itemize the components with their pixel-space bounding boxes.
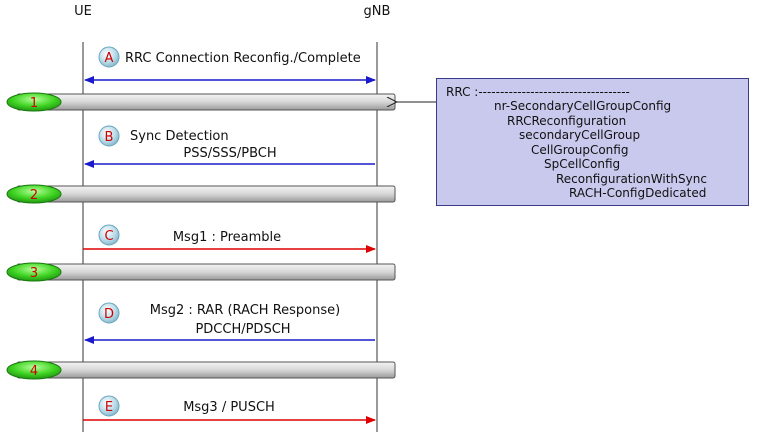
message-e-label: Msg3 / PUSCH [183, 400, 275, 415]
state-bar-3: 3 [6, 262, 396, 282]
message-e: E Msg3 / PUSCH [83, 395, 376, 424]
rrc-note-line-2: RRCReconfiguration [507, 114, 627, 128]
marker-b: B [105, 130, 114, 145]
rrc-note-line-0: RRC :----------------------------------- [446, 85, 630, 99]
state-oval-4 [6, 360, 62, 380]
state-number-1: 1 [30, 96, 38, 111]
message-c: C Msg1 : Preamble [83, 224, 376, 253]
rrc-note-line-7: RACH-ConfigDedicated [569, 186, 707, 200]
message-b: B Sync Detection PSS/SSS/PBCH [84, 125, 375, 168]
marker-d: D [104, 307, 114, 322]
message-d-sublabel: PDCCH/PDSCH [195, 322, 290, 337]
message-a: A RRC Connection Reconfig./Complete [84, 46, 376, 84]
state-oval-3 [6, 262, 62, 282]
message-a-label: RRC Connection Reconfig./Complete [125, 51, 361, 66]
state-oval-1 [6, 92, 62, 112]
state-bar-2: 2 [6, 184, 396, 204]
rrc-config-note: RRC :-----------------------------------… [436, 78, 749, 206]
state-number-4: 4 [30, 364, 38, 379]
participant-ue: UE [74, 4, 92, 19]
state-bar-4: 4 [6, 360, 396, 380]
rrc-note-line-4: CellGroupConfig [531, 143, 629, 157]
message-b-label: Sync Detection [130, 129, 229, 144]
rrc-note-line-3: secondaryCellGroup [519, 128, 641, 142]
message-d-label: Msg2 : RAR (RACH Response) [150, 303, 340, 318]
message-d: D Msg2 : RAR (RACH Response) PDCCH/PDSCH [84, 302, 375, 344]
marker-a-icon [98, 46, 120, 68]
marker-a: A [105, 51, 114, 66]
rrc-note-line-5: SpCellConfig [544, 157, 621, 171]
state-oval-2 [6, 184, 62, 204]
marker-c-icon [98, 224, 120, 246]
marker-e: E [105, 400, 113, 415]
marker-b-icon [98, 125, 120, 147]
message-b-sublabel: PSS/SSS/PBCH [183, 146, 276, 161]
state-number-2: 2 [30, 188, 38, 203]
marker-d-icon [98, 302, 120, 324]
state-bar-1: 1 [6, 92, 396, 112]
state-number-3: 3 [30, 266, 38, 281]
marker-c: C [104, 229, 113, 244]
rrc-note-line-6: ReconfigurationWithSync [556, 172, 707, 186]
message-c-label: Msg1 : Preamble [173, 230, 281, 245]
participant-gnb: gNB [364, 4, 391, 19]
marker-e-icon [98, 395, 120, 417]
rrc-note-line-1: nr-SecondaryCellGroupConfig [494, 99, 672, 113]
